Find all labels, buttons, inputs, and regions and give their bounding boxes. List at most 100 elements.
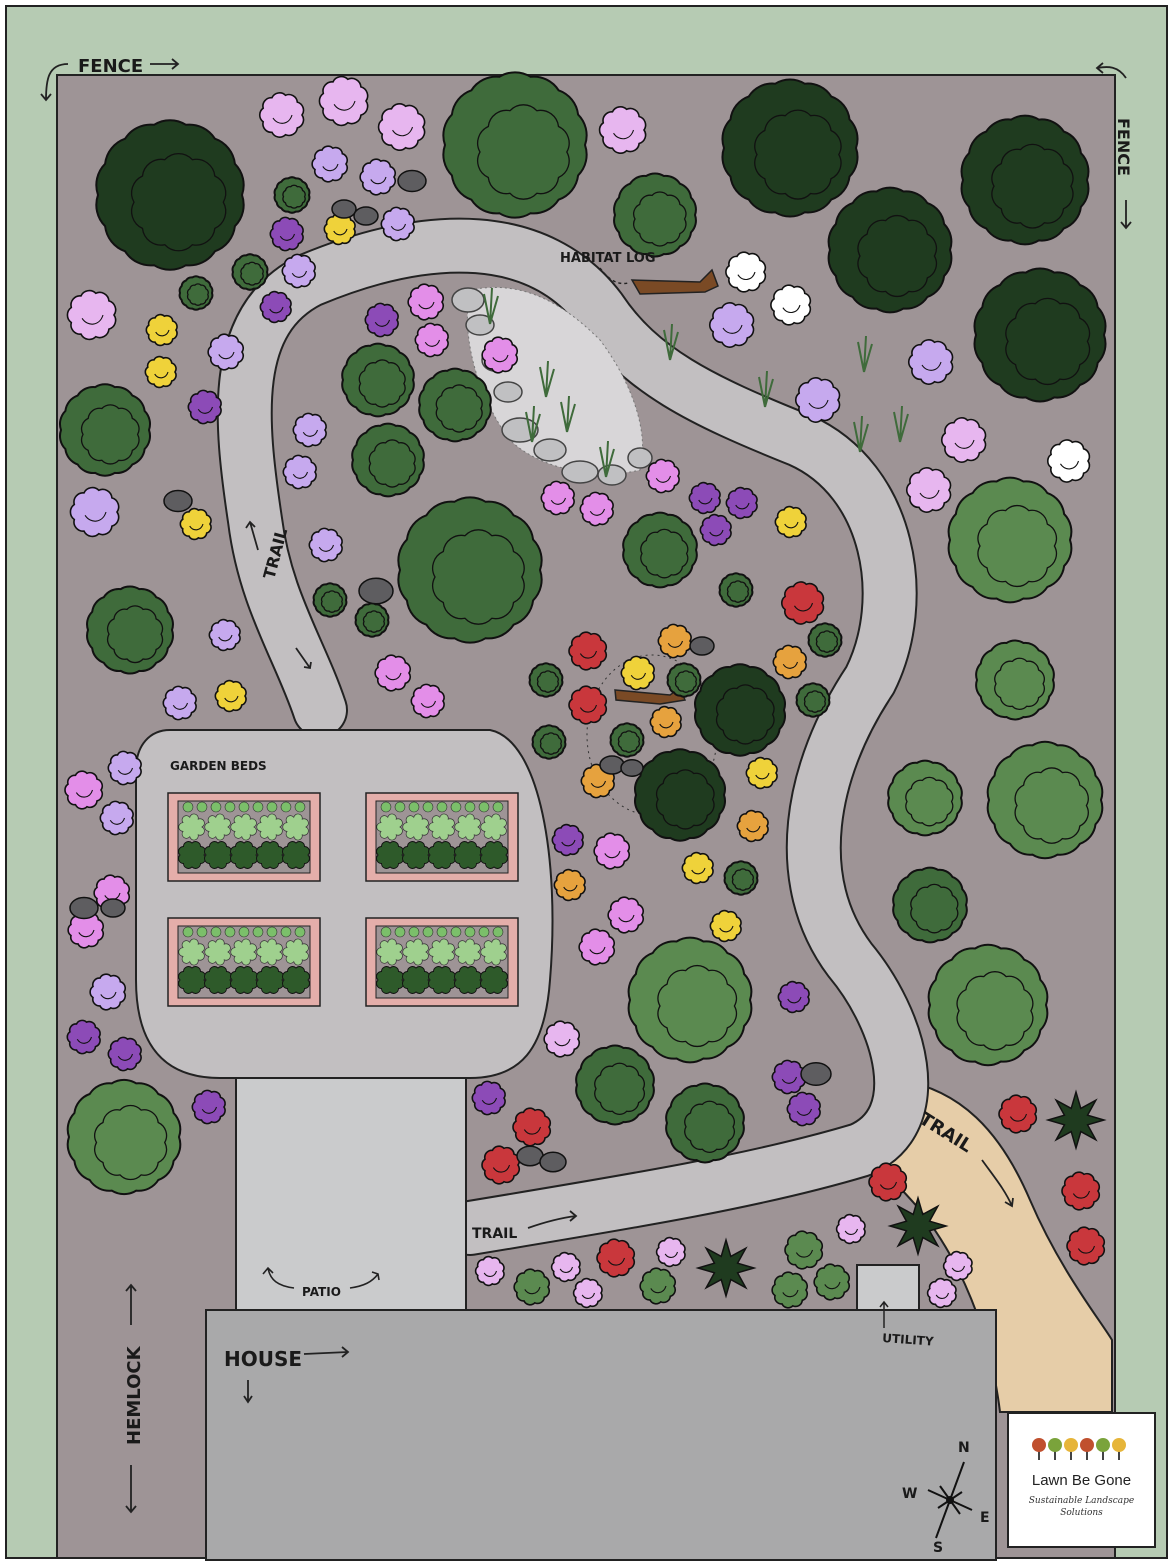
spiky-plant bbox=[695, 1237, 757, 1299]
loop-trail-fill bbox=[218, 219, 928, 1254]
compass-n: N bbox=[958, 1440, 970, 1456]
shrub bbox=[620, 655, 655, 691]
bed-plants bbox=[178, 801, 508, 994]
company-logo-card: Lawn Be Gone Sustainable Landscape Solut… bbox=[1007, 1412, 1156, 1548]
shrub bbox=[784, 1230, 824, 1270]
grass-tuft bbox=[853, 415, 869, 453]
shrub bbox=[579, 491, 614, 527]
shrub bbox=[688, 481, 721, 515]
rock bbox=[397, 169, 427, 193]
grass-tuft bbox=[560, 395, 576, 433]
shrub bbox=[1061, 1171, 1101, 1211]
company-tagline: Sustainable Landscape Solutions bbox=[1028, 1496, 1135, 1518]
rock bbox=[358, 577, 394, 605]
grass-tuft bbox=[525, 405, 541, 443]
tree bbox=[827, 186, 953, 314]
shrub bbox=[318, 75, 369, 127]
shrub bbox=[107, 750, 142, 786]
shrub bbox=[942, 1250, 973, 1282]
shrub bbox=[745, 756, 778, 790]
shrub bbox=[813, 1263, 851, 1301]
shrub bbox=[774, 505, 807, 539]
grass-tuft bbox=[857, 335, 873, 373]
shrub bbox=[179, 507, 212, 541]
trail-lower-label: TRAIL bbox=[472, 1226, 517, 1242]
shrub bbox=[553, 868, 586, 902]
shrub bbox=[540, 480, 575, 516]
tree bbox=[892, 866, 968, 944]
tree bbox=[807, 622, 843, 658]
grass-tuft bbox=[663, 323, 679, 361]
shrub bbox=[145, 313, 178, 347]
shrub bbox=[655, 1236, 686, 1268]
shrub bbox=[770, 284, 812, 326]
rock bbox=[100, 898, 126, 918]
shrub bbox=[64, 770, 104, 810]
tree bbox=[634, 748, 726, 842]
tree bbox=[973, 267, 1107, 403]
fence-right-label: FENCE bbox=[1114, 118, 1133, 176]
shrub bbox=[89, 973, 127, 1011]
grass-tuft bbox=[539, 360, 555, 398]
shrub bbox=[377, 102, 426, 152]
tree bbox=[721, 78, 859, 218]
tree bbox=[975, 639, 1055, 721]
tree bbox=[531, 724, 567, 760]
shrub bbox=[259, 92, 305, 138]
shrub bbox=[481, 1145, 521, 1185]
shrub bbox=[207, 333, 245, 371]
tree bbox=[351, 422, 425, 498]
shrub bbox=[359, 158, 397, 196]
compass-e: E bbox=[980, 1510, 990, 1526]
house-arrows bbox=[243, 1346, 350, 1404]
shrub bbox=[908, 339, 954, 385]
fence-top-label: FENCE bbox=[78, 56, 143, 77]
tree bbox=[947, 476, 1073, 604]
shrub bbox=[311, 145, 349, 183]
grass-tuft bbox=[893, 405, 909, 443]
trees bbox=[59, 71, 1107, 1196]
utility-label: UTILITY bbox=[882, 1331, 935, 1349]
tree bbox=[795, 682, 831, 718]
shrub bbox=[144, 355, 177, 389]
shrub bbox=[926, 1277, 957, 1309]
shrub bbox=[214, 679, 247, 713]
shrub bbox=[66, 1019, 101, 1055]
fence-right-arrow bbox=[1095, 62, 1132, 230]
shrub bbox=[598, 105, 647, 155]
shrub bbox=[777, 980, 810, 1014]
tree bbox=[718, 572, 754, 608]
rock bbox=[163, 489, 193, 513]
tree bbox=[397, 496, 543, 644]
spiky-plant bbox=[887, 1195, 949, 1257]
company-name: Lawn Be Gone bbox=[1031, 1472, 1132, 1489]
tree bbox=[723, 860, 759, 896]
shrub bbox=[771, 1059, 806, 1095]
shrub bbox=[941, 417, 987, 463]
shrub bbox=[281, 253, 316, 289]
shrub bbox=[410, 683, 445, 719]
habitat-log-pointer bbox=[599, 267, 629, 285]
tree bbox=[665, 1082, 745, 1164]
shrub bbox=[66, 289, 117, 341]
tree bbox=[622, 511, 698, 589]
shrub bbox=[269, 216, 304, 252]
tree bbox=[887, 759, 963, 837]
flowering-shrubs bbox=[64, 75, 1106, 1309]
trail-upper-arrows bbox=[245, 520, 312, 670]
compass-w: W bbox=[902, 1486, 917, 1502]
spiky-plant bbox=[1045, 1089, 1107, 1151]
spiky-plants bbox=[695, 1089, 1107, 1299]
compass-rose: N S E W bbox=[902, 1440, 990, 1556]
shrub bbox=[645, 458, 680, 494]
shrub bbox=[709, 909, 742, 943]
tree bbox=[59, 383, 151, 477]
rock bbox=[689, 636, 715, 656]
shrub bbox=[543, 1020, 581, 1058]
shrub bbox=[639, 1267, 677, 1305]
compass-s: S bbox=[933, 1540, 943, 1556]
shrub bbox=[407, 283, 445, 321]
house bbox=[205, 1309, 997, 1561]
shrub bbox=[208, 618, 241, 652]
